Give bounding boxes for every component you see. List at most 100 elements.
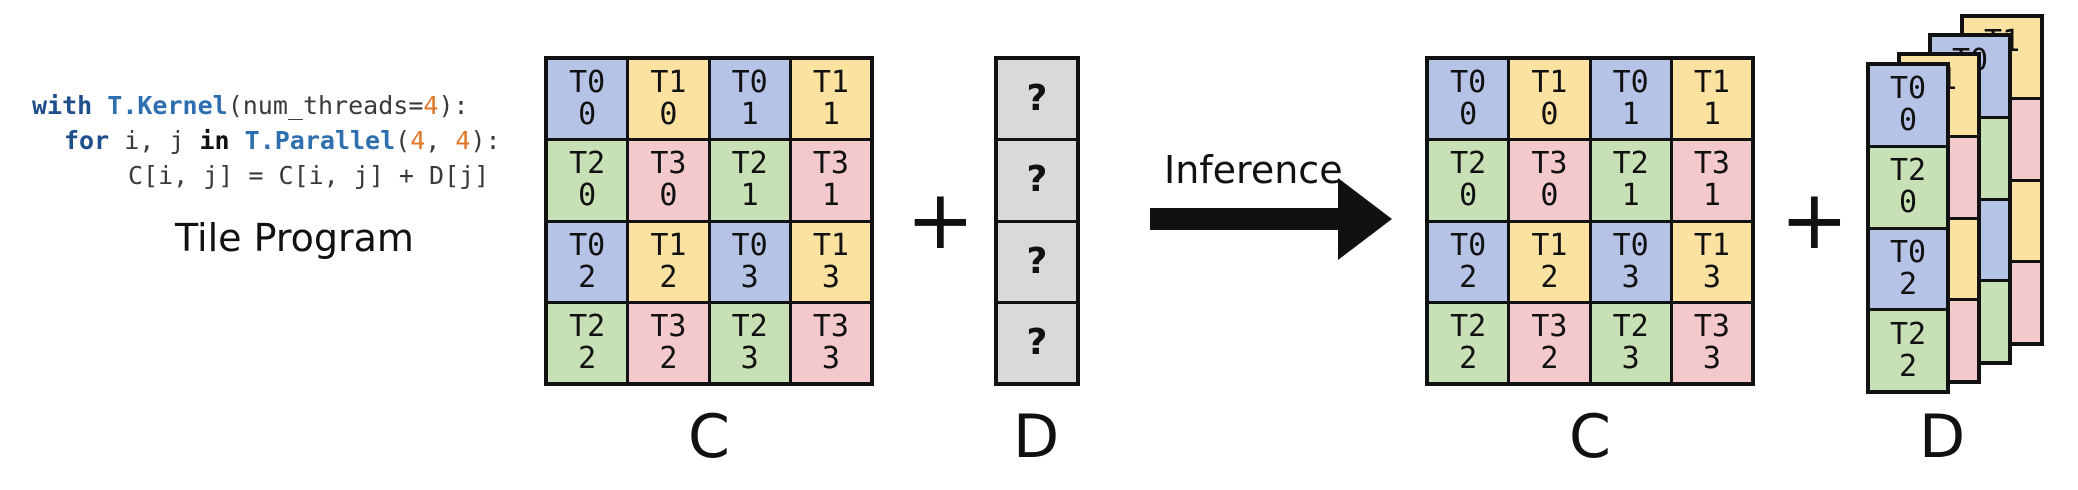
vector-d-output-label: D	[1919, 402, 1966, 472]
element-index: 3	[1702, 340, 1721, 376]
element-index: 0	[659, 178, 678, 214]
element-index: 0	[1459, 178, 1478, 214]
thread-label: T3	[1693, 308, 1730, 344]
thread-label: T3	[1531, 308, 1568, 344]
thread-label: T0	[569, 227, 606, 263]
element-index: 1	[1621, 97, 1640, 133]
thread-label: T2	[1450, 146, 1487, 182]
element-index: 2	[1459, 259, 1478, 295]
element-index: 3	[740, 259, 759, 295]
element-index: 3	[1621, 340, 1640, 376]
thread-label: T2	[1450, 308, 1487, 344]
code-snippet: with T.Kernel(num_threads=4): for i, j i…	[32, 88, 552, 198]
element-index: 0	[1540, 97, 1559, 133]
matrix-c-label: C	[688, 402, 730, 472]
element-index: 1	[821, 97, 840, 133]
thread-label: T3	[1531, 146, 1568, 182]
element-index: 1	[740, 97, 759, 133]
thread-label: T1	[812, 227, 849, 263]
thread-label: T2	[731, 308, 768, 344]
element-index: 0	[1540, 178, 1559, 214]
arrow-right-icon	[1150, 178, 1392, 260]
code-line-1: with T.Kernel(num_threads=4):	[32, 91, 469, 120]
element-index: 1	[1621, 178, 1640, 214]
element-index: 2	[578, 340, 597, 376]
thread-label: T0	[1612, 65, 1649, 101]
thread-label: T2	[731, 146, 768, 182]
element-index: 3	[1621, 259, 1640, 295]
thread-label: T2	[1612, 308, 1649, 344]
thread-label: T2	[1612, 146, 1649, 182]
plus-sign-output: +	[1780, 173, 1849, 268]
thread-label: T3	[1693, 146, 1730, 182]
thread-label: T1	[1531, 227, 1568, 263]
thread-label: T0	[1612, 227, 1649, 263]
vector-d-label: D	[1013, 402, 1060, 472]
element-index: 2	[1540, 259, 1559, 295]
element-index: 3	[821, 340, 840, 376]
element-index: 0	[1898, 185, 1918, 221]
thread-label: T0	[569, 65, 606, 101]
thread-label: T0	[1450, 65, 1487, 101]
element-index: 0	[1459, 97, 1478, 133]
thread-label: T3	[812, 146, 849, 182]
thread-label: T3	[650, 146, 687, 182]
thread-label: T1	[1693, 227, 1730, 263]
element-index: 3	[1702, 259, 1721, 295]
element-index: 2	[578, 259, 597, 295]
element-index: 2	[1898, 348, 1918, 384]
element-index: 3	[821, 259, 840, 295]
plus-sign: +	[906, 173, 975, 268]
thread-label: T2	[1889, 153, 1927, 189]
thread-label: T2	[569, 146, 606, 182]
thread-label: T0	[1450, 227, 1487, 263]
thread-label: T0	[731, 65, 768, 101]
thread-label: T0	[1889, 71, 1927, 107]
element-index: 1	[821, 178, 840, 214]
thread-label: T0	[731, 227, 768, 263]
element-index: 2	[659, 340, 678, 376]
element-index: 1	[740, 178, 759, 214]
element-index: 0	[578, 178, 597, 214]
unknown-cell: ?	[998, 60, 1076, 139]
code-line-2: for i, j in T.Parallel(4, 4):	[64, 126, 501, 155]
element-index: 3	[740, 340, 759, 376]
thread-label: T2	[1889, 316, 1927, 352]
unknown-cell: ?	[998, 141, 1076, 220]
thread-label: T1	[1693, 65, 1730, 101]
element-index: 0	[578, 97, 597, 133]
element-index: 0	[1898, 103, 1918, 139]
element-index: 2	[1459, 340, 1478, 376]
